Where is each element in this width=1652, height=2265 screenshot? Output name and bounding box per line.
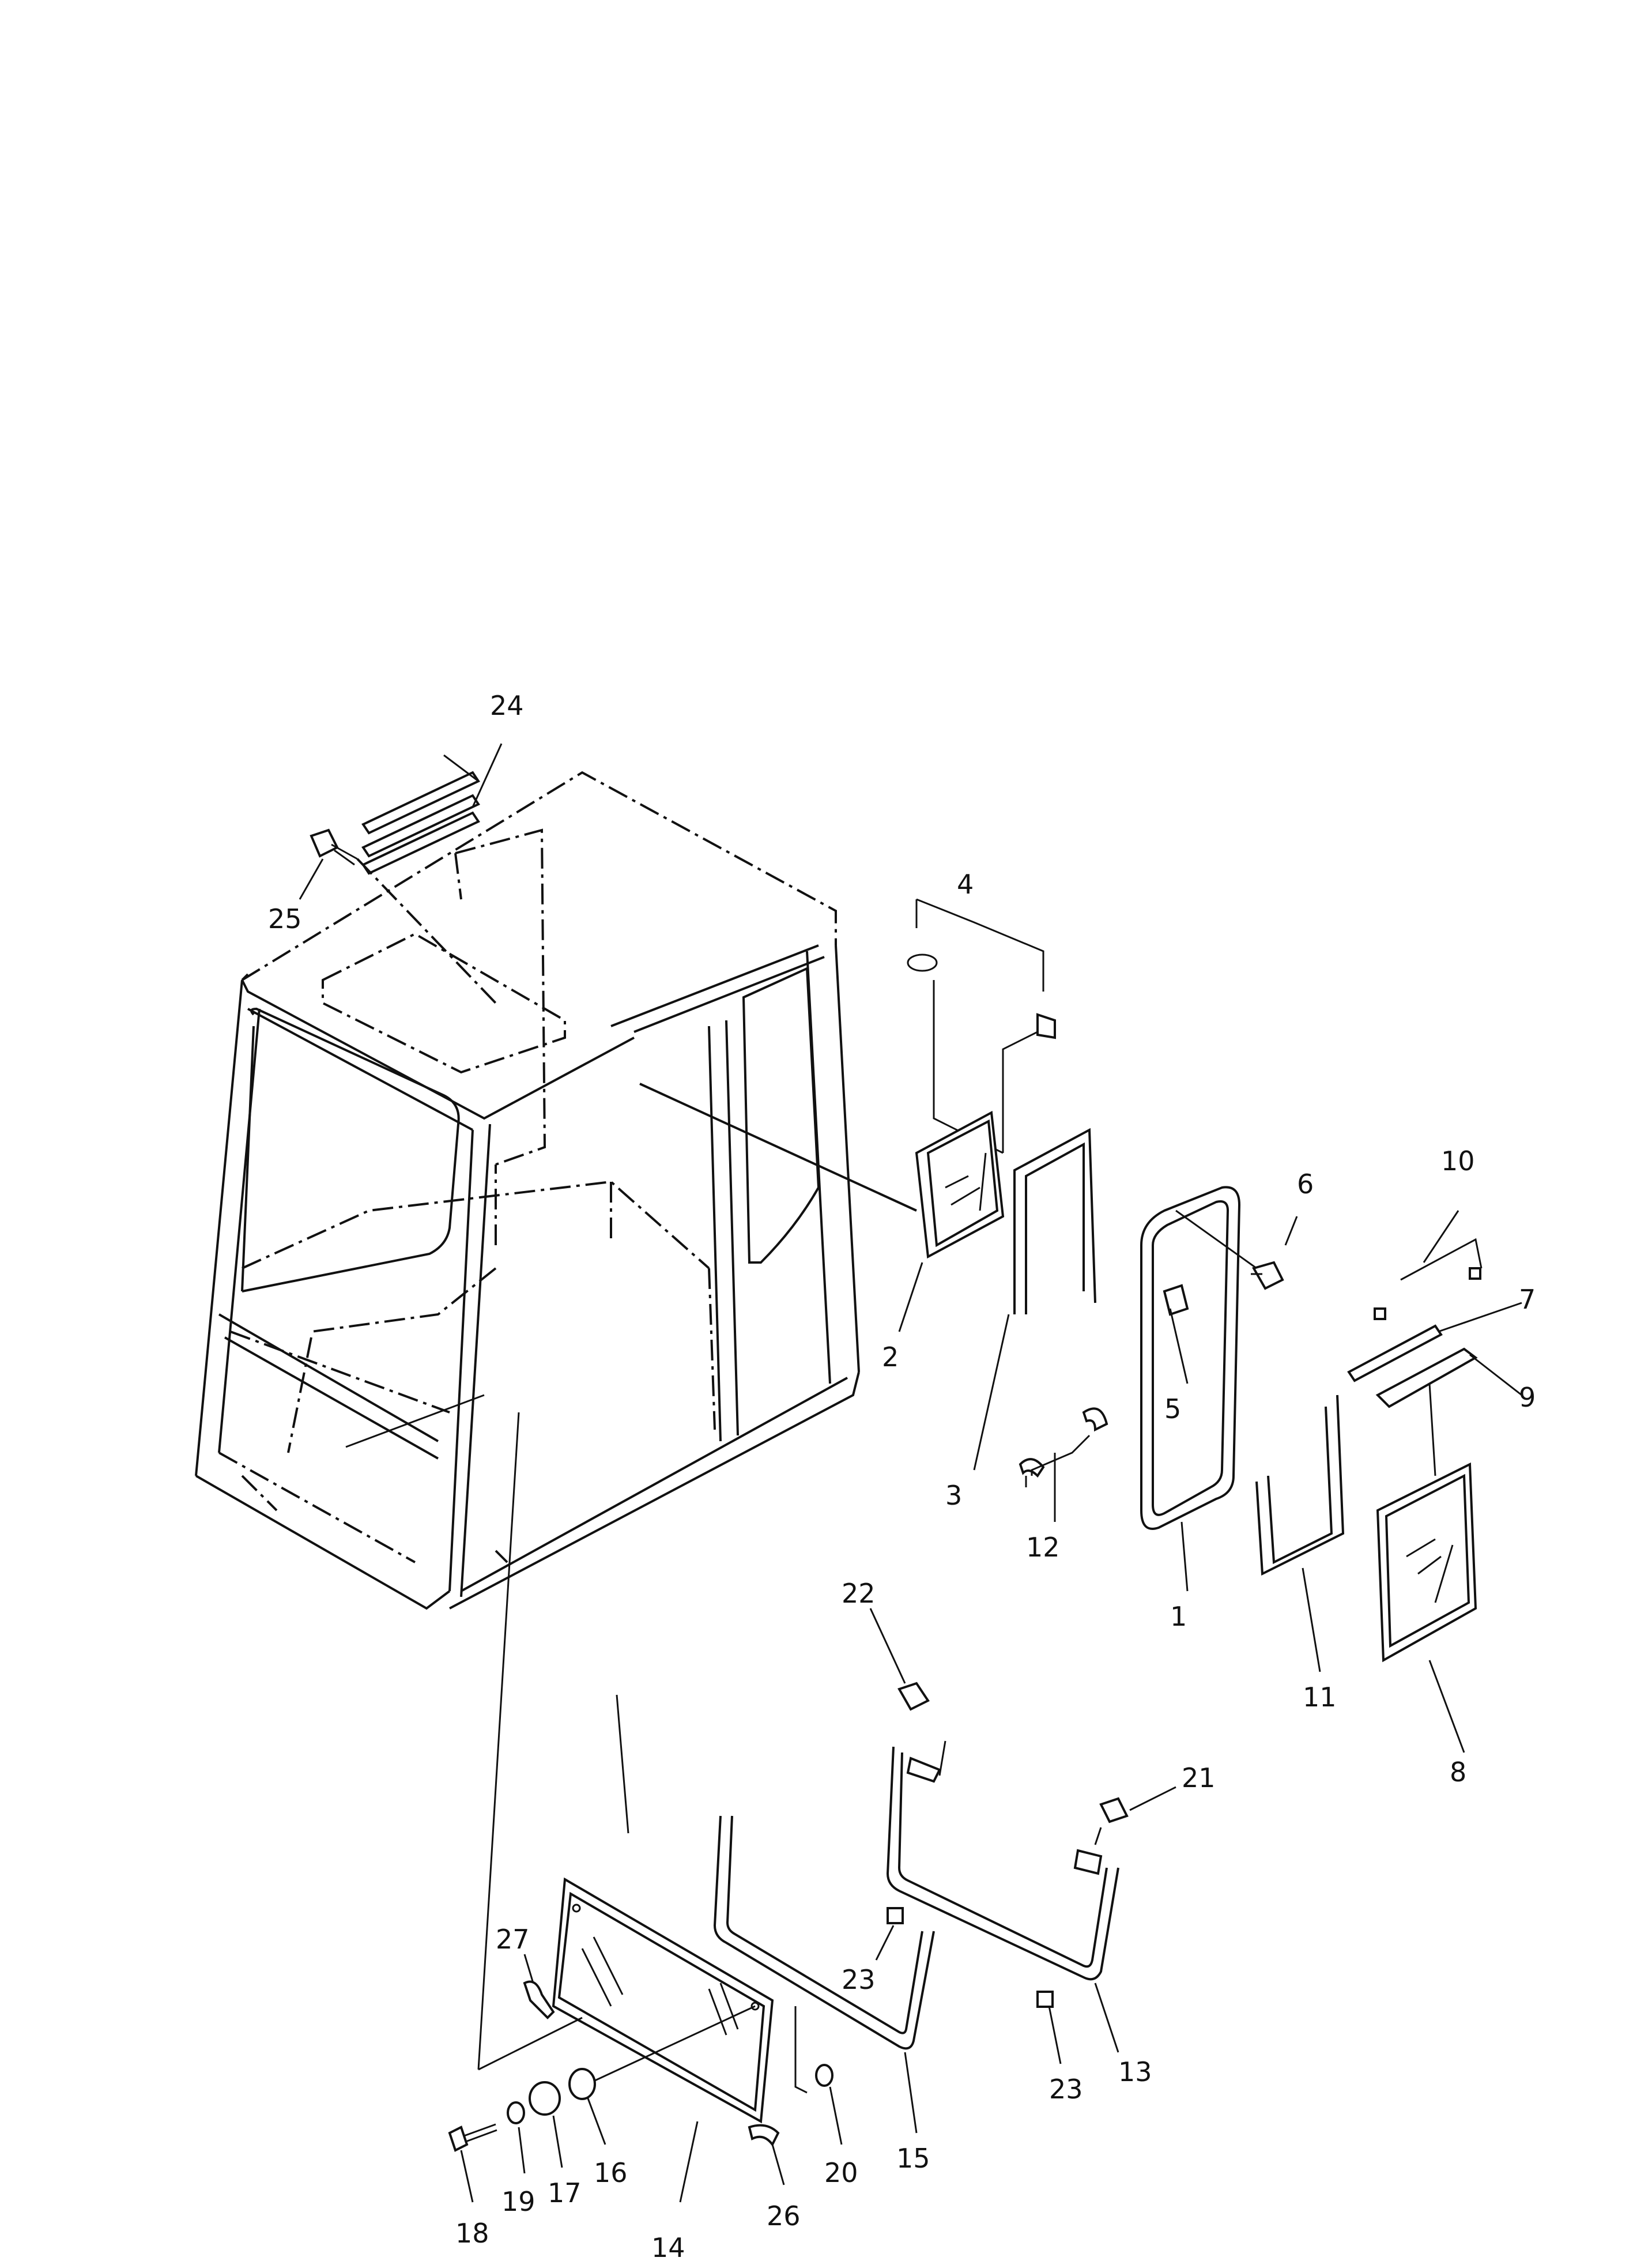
callout-4: 4 — [957, 869, 974, 900]
part-9-strip — [1375, 1347, 1522, 1476]
callout-20: 20 — [824, 2157, 858, 2188]
callout-7: 7 — [1519, 1284, 1536, 1315]
part-6-bolt — [1284, 1216, 1298, 1246]
part-1-sash-frame — [1140, 1186, 1284, 1592]
callout-3: 3 — [945, 1480, 962, 1511]
part-10-cushions — [1374, 1210, 1483, 1320]
callout-6: 6 — [1297, 1169, 1314, 1200]
callout-1: 1 — [1170, 1601, 1187, 1632]
part-13-frame — [886, 1740, 1119, 2053]
part-23-blocks — [875, 1907, 1062, 2064]
callout-5: 5 — [1164, 1393, 1181, 1424]
cab-body — [195, 771, 860, 1610]
callout-24: 24 — [490, 690, 524, 721]
callout-21: 21 — [1182, 1762, 1216, 1793]
part-25-bolt — [299, 828, 497, 1004]
part-20-washer — [815, 2064, 843, 2145]
callout-labels: 1 2 3 4 5 6 7 8 9 10 11 12 13 14 15 16 1… — [268, 690, 1536, 2263]
callout-26: 26 — [767, 2200, 801, 2232]
callout-25: 25 — [268, 903, 302, 934]
part-24-hinge-plates — [361, 743, 503, 875]
callout-23b: 23 — [1049, 2074, 1083, 2105]
callout-9: 9 — [1519, 1382, 1536, 1413]
callout-27: 27 — [496, 1924, 530, 1955]
callout-15: 15 — [896, 2143, 930, 2174]
callout-13: 13 — [1118, 2056, 1152, 2087]
part-15-seal — [713, 1815, 935, 2134]
callout-16: 16 — [594, 2157, 628, 2188]
part-11-seal — [1255, 1395, 1345, 1672]
callout-11: 11 — [1303, 1682, 1337, 1713]
part-21-roller — [1099, 1786, 1176, 1823]
part-4-clamp — [907, 898, 1056, 1154]
callout-12: 12 — [1026, 1532, 1060, 1563]
callout-10: 10 — [1441, 1145, 1475, 1177]
callout-22: 22 — [842, 1578, 876, 1609]
callout-17: 17 — [548, 2177, 582, 2209]
callout-2: 2 — [882, 1341, 899, 1373]
part-7-strip — [1347, 1302, 1522, 1382]
part-26-clip — [748, 2124, 785, 2185]
callout-19: 19 — [501, 2186, 535, 2217]
callout-14: 14 — [651, 2232, 685, 2262]
callout-8: 8 — [1450, 1757, 1466, 1788]
callout-18: 18 — [455, 2218, 489, 2249]
part-3-seal — [973, 1128, 1096, 1471]
part-2-rear-glass — [639, 1083, 1005, 1332]
callout-23a: 23 — [842, 1964, 876, 1995]
part-27-clip — [523, 1954, 555, 2019]
parts-16-19-fastener-stack — [448, 1412, 756, 2203]
part-8-glass — [1376, 1462, 1477, 1753]
part-14-glass — [552, 1877, 808, 2203]
part-12-clips — [1019, 1407, 1108, 1522]
part-22-roller — [869, 1608, 930, 1711]
